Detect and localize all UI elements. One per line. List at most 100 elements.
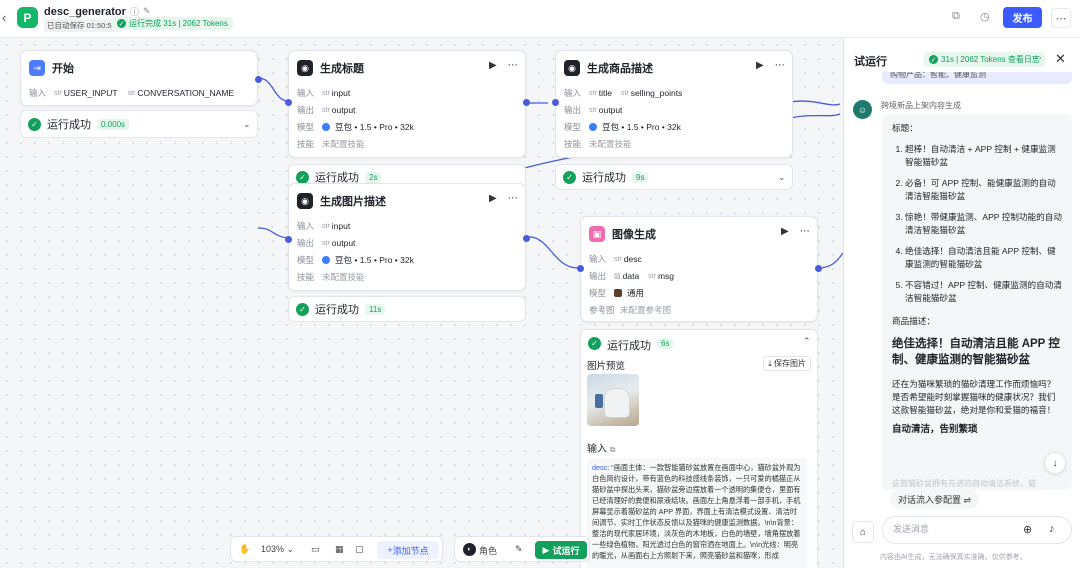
edge-desc-out (789, 100, 841, 106)
input-handle[interactable] (552, 99, 559, 106)
plus-icon[interactable]: ⊕ (1023, 524, 1033, 536)
more-icon[interactable]: ⋯ (799, 226, 810, 237)
model-icon (322, 123, 330, 131)
node-title: 生成标题 (320, 63, 364, 75)
list-item: 惊艳！带健康监测、APP 控制功能的自动清洁智能猫砂盆 (905, 211, 1062, 237)
bot-avatar: ☺ (853, 100, 872, 119)
status-image-generation[interactable]: ✓ 运行成功 6s ⌃ 图片预览 ⤓ 保存图片 输入 ⧉ desc: "画面主体… (580, 329, 818, 568)
model-icon (322, 256, 330, 264)
close-icon[interactable]: ✕ (1055, 51, 1066, 66)
run-status-badge: ✓ 运行完成 31s | 2062 Tokens (112, 17, 233, 30)
toolbox-icon[interactable]: ⌂ (852, 521, 874, 543)
skill-value: 未配置技能 (589, 139, 632, 149)
disclaimer: 内容由AI生成，无法确保真实准确，仅供参考。 (880, 554, 1027, 561)
comment-icon[interactable]: ▭ (311, 544, 320, 554)
minimap-icon[interactable]: ▢ (355, 544, 364, 554)
generated-image-thumbnail[interactable] (587, 374, 639, 426)
input-handle[interactable] (285, 236, 292, 243)
role-button[interactable]: 角色 (479, 546, 498, 556)
edge-imggen-out (817, 252, 843, 269)
output-label: 输出 (297, 238, 315, 248)
app-logo: P (17, 7, 38, 28)
test-run-button[interactable]: ▶ 试运行 (535, 541, 587, 559)
scroll-down-button[interactable]: ↓ (1044, 452, 1066, 474)
list-item: 不容错过！APP 控制、健康监测的自动清洁智能猫砂盆 (905, 279, 1062, 305)
duration-badge: 6s (657, 338, 674, 349)
microphone-icon[interactable]: ♪ (1049, 523, 1055, 535)
input-handle[interactable] (285, 99, 292, 106)
role-avatar-icon[interactable]: ◐ (463, 543, 476, 556)
run-node-icon[interactable]: ▶ (489, 60, 497, 71)
list-item: 超棒！自动清洁 + APP 控制 + 健康监测智能猫砂盆 (905, 143, 1062, 169)
input-config-chip[interactable]: 对话流入参配置 ⇌ (890, 490, 980, 509)
more-icon[interactable]: ⋯ (507, 193, 518, 204)
skill-value: 未配置技能 (322, 272, 365, 282)
skill-value: 未配置技能 (322, 139, 365, 149)
type-tag: str (322, 222, 330, 230)
success-icon: ✓ (588, 337, 601, 350)
chevron-up-icon[interactable]: ⌃ (803, 336, 811, 346)
copy-icon[interactable]: ⧉ (952, 10, 960, 22)
publish-button[interactable]: 发布 (1003, 7, 1042, 28)
more-icon[interactable]: ⋯ (1051, 8, 1071, 28)
save-image-button[interactable]: ⤓ 保存图片 (763, 356, 811, 371)
run-node-icon[interactable]: ▶ (489, 193, 497, 204)
chevron-down-icon[interactable]: ⌄ (778, 171, 786, 182)
panel-title: 试运行 (854, 56, 887, 68)
output-handle[interactable] (523, 99, 530, 106)
copy-icon[interactable]: ⧉ (609, 445, 616, 454)
duration-badge: 11s (365, 303, 386, 315)
image-preview-label: 图片预览 (587, 361, 626, 372)
var-input: input (331, 221, 351, 231)
message-input[interactable] (893, 524, 1013, 534)
run-node-icon[interactable]: ▶ (781, 226, 789, 237)
layout-icon[interactable]: ▦ (335, 544, 344, 554)
status-text: 运行成功 (315, 304, 359, 316)
zoom-select[interactable]: 103% ⌄ (261, 544, 295, 554)
input-label: 输入 (297, 221, 315, 231)
save-image-label: 保存图片 (774, 359, 806, 368)
model-label: 模型 (297, 122, 315, 132)
var-title: title (598, 88, 613, 98)
var-output: output (331, 238, 356, 248)
input-handle[interactable] (577, 265, 584, 272)
status-generate-description[interactable]: ✓ 运行成功 9s ⌄ (555, 164, 793, 190)
user-message: 购物产品：智能、健康监测 (882, 72, 1072, 84)
image-type-icon: ▨ (614, 273, 621, 280)
history-icon[interactable]: ◷ (980, 11, 990, 23)
wrench-icon[interactable]: ✎ (515, 544, 523, 554)
output-handle[interactable] (255, 76, 262, 83)
panel-run-badge[interactable]: ✓31s | 2062 Tokens 查看日志 (924, 52, 1045, 67)
description-headline: 绝佳选择！自动清洁且能 APP 控制、健康监测的智能猫砂盆 (892, 338, 1060, 366)
output-handle[interactable] (815, 265, 822, 272)
status-generate-image-description[interactable]: ✓ 运行成功 11s (288, 296, 526, 322)
more-icon[interactable]: ⋯ (1032, 53, 1042, 64)
run-node-icon[interactable]: ▶ (756, 60, 764, 71)
chat-input-box[interactable]: ⊕ ♪ (882, 516, 1072, 544)
info-icon[interactable]: ⓘ (129, 7, 139, 17)
edit-icon[interactable]: ✎ (142, 6, 151, 16)
node-title: 生成商品描述 (587, 63, 653, 75)
hand-icon[interactable]: ✋ (239, 544, 251, 554)
desc-text: : "画面主体：一款智能猫砂盆放置在画面中心，猫砂盆外观为白色简约设计，带有蓝色… (592, 463, 801, 560)
output-handle[interactable] (523, 235, 530, 242)
node-title: 图像生成 (612, 229, 656, 241)
description-header: 商品描述： (892, 316, 935, 326)
var-selling-points: selling_points (630, 88, 683, 98)
more-icon[interactable]: ⋯ (507, 60, 518, 71)
node-title: 开始 (52, 63, 74, 75)
chevron-down-icon[interactable]: ⌄ (243, 118, 251, 129)
add-node-button[interactable]: + 添加节点 (377, 541, 439, 559)
back-icon[interactable]: ‹ (2, 10, 7, 25)
more-icon[interactable]: ⋯ (774, 60, 785, 71)
status-start[interactable]: ✓ 运行成功 0.000s ⌄ (20, 110, 258, 138)
input-label: 输入 (29, 88, 47, 98)
model-value: 豆包 • 1.5 • Pro • 32k (335, 255, 414, 265)
type-tag: str (54, 89, 62, 97)
